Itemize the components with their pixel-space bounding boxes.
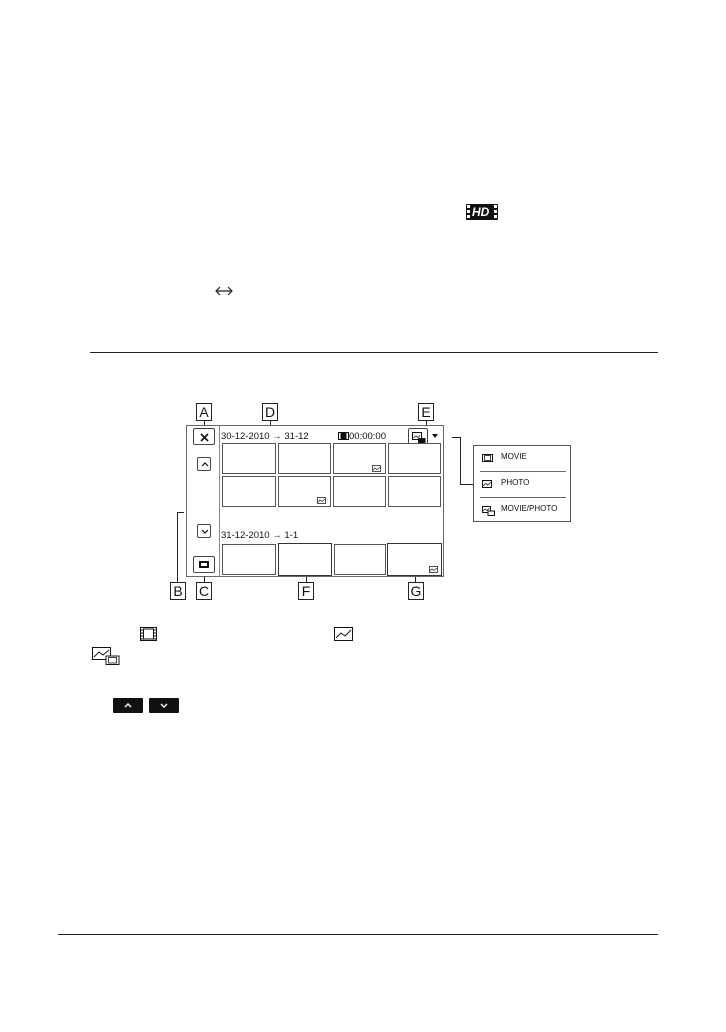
- menu-item-movie-photo[interactable]: MOVIE/PHOTO: [474, 498, 570, 523]
- callout-g: G: [408, 582, 424, 600]
- movie-photo-mode-icon: [412, 432, 426, 444]
- scroll-down-icon: [160, 703, 168, 708]
- menu-divider: [480, 471, 566, 472]
- thumbnail[interactable]: [222, 544, 276, 575]
- photo-icon: [482, 480, 492, 488]
- menu-item-label: PHOTO: [501, 478, 530, 487]
- thumbnail[interactable]: [334, 544, 386, 575]
- movie-icon: [140, 627, 157, 641]
- photo-icon: [334, 627, 353, 641]
- thumbnail[interactable]: [388, 476, 441, 507]
- mode-selector-button[interactable]: [408, 428, 428, 446]
- close-icon: [200, 433, 209, 442]
- sidebar-divider: [219, 426, 220, 576]
- view-toggle-icon: [199, 561, 209, 568]
- scroll-up-icon: [201, 462, 209, 467]
- scroll-up-button[interactable]: [197, 457, 211, 471]
- date-range-2: 31-12-2010 → 1-1: [221, 530, 299, 541]
- thumbnail[interactable]: [222, 443, 276, 474]
- leader-a: [204, 420, 205, 428]
- footer-divider: [58, 934, 658, 935]
- callout-d: D: [262, 403, 278, 421]
- inline-scroll-up-button: [113, 698, 143, 713]
- thumbnail[interactable]: [333, 476, 386, 507]
- scroll-down-icon: [201, 529, 209, 534]
- leader-menu-top: [452, 437, 461, 438]
- menu-item-label: MOVIE: [501, 452, 527, 461]
- thumbnail-selected[interactable]: [278, 543, 332, 576]
- scroll-down-button[interactable]: [197, 524, 211, 538]
- leader-menu-v: [460, 437, 461, 484]
- thumbnail-photo-selected[interactable]: [387, 543, 442, 576]
- leader-e: [426, 420, 427, 428]
- swap-arrows-icon: [215, 286, 233, 296]
- menu-item-photo[interactable]: PHOTO: [474, 472, 570, 497]
- section-divider: [90, 352, 658, 353]
- leader-c: [204, 575, 205, 582]
- close-button[interactable]: [193, 428, 215, 445]
- inline-scroll-down-button: [149, 698, 179, 713]
- menu-divider: [480, 497, 566, 498]
- view-toggle-button[interactable]: [193, 556, 215, 573]
- callout-f: F: [298, 582, 314, 600]
- callout-e: E: [418, 403, 434, 421]
- menu-item-label: MOVIE/PHOTO: [501, 504, 558, 513]
- date-range-1: 30-12-2010 → 31-12: [221, 431, 309, 442]
- photo-icon: [429, 566, 438, 573]
- thumbnail-photo[interactable]: [278, 476, 331, 507]
- photo-icon: [372, 465, 381, 472]
- leader-d: [270, 420, 271, 426]
- dropdown-arrow-icon[interactable]: [432, 434, 438, 439]
- menu-item-movie[interactable]: MOVIE: [474, 446, 570, 471]
- movie-photo-icon: [482, 506, 495, 516]
- callout-c: C: [196, 582, 212, 600]
- mode-dropdown-menu: MOVIE PHOTO MOVIE/PHOTO: [473, 445, 571, 522]
- hd-badge: HD: [466, 204, 498, 220]
- leader-b-h: [177, 512, 184, 513]
- total-duration: 00:00:00: [349, 431, 386, 442]
- movie-duration-icon: [338, 432, 349, 440]
- thumbnail[interactable]: [388, 443, 441, 474]
- callout-a: A: [196, 403, 212, 421]
- thumbnail[interactable]: [222, 476, 276, 507]
- leader-menu-h: [460, 484, 473, 485]
- leader-g: [415, 576, 416, 582]
- callout-b: B: [170, 582, 186, 600]
- photo-icon: [317, 497, 326, 504]
- leader-f: [306, 576, 307, 582]
- movie-photo-icon: [92, 647, 120, 665]
- movie-icon: [482, 454, 493, 462]
- scroll-up-icon: [124, 703, 132, 708]
- leader-b: [177, 512, 178, 582]
- thumbnail[interactable]: [278, 443, 331, 474]
- thumbnail-photo[interactable]: [333, 443, 386, 474]
